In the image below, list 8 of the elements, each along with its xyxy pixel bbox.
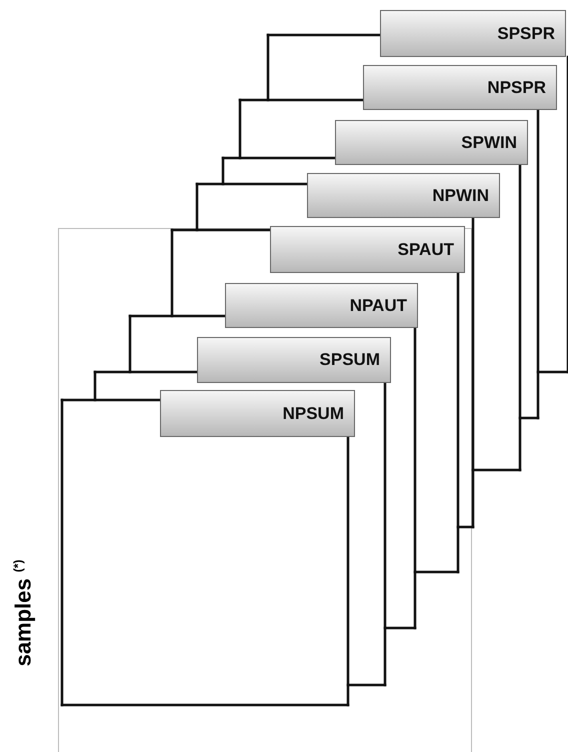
sheet-tab: SPWIN <box>335 120 528 165</box>
sheet-tab: NPAUT <box>225 283 418 328</box>
sheet-tab: NPWIN <box>307 173 500 218</box>
sheet-tab: NPSUM <box>160 390 355 437</box>
sheet-tab: NPSPR <box>363 65 557 110</box>
sheet-tab: SPSUM <box>197 337 391 383</box>
sheet-tab: SPSPR <box>380 10 566 57</box>
sheet-tab: SPAUT <box>270 226 465 273</box>
